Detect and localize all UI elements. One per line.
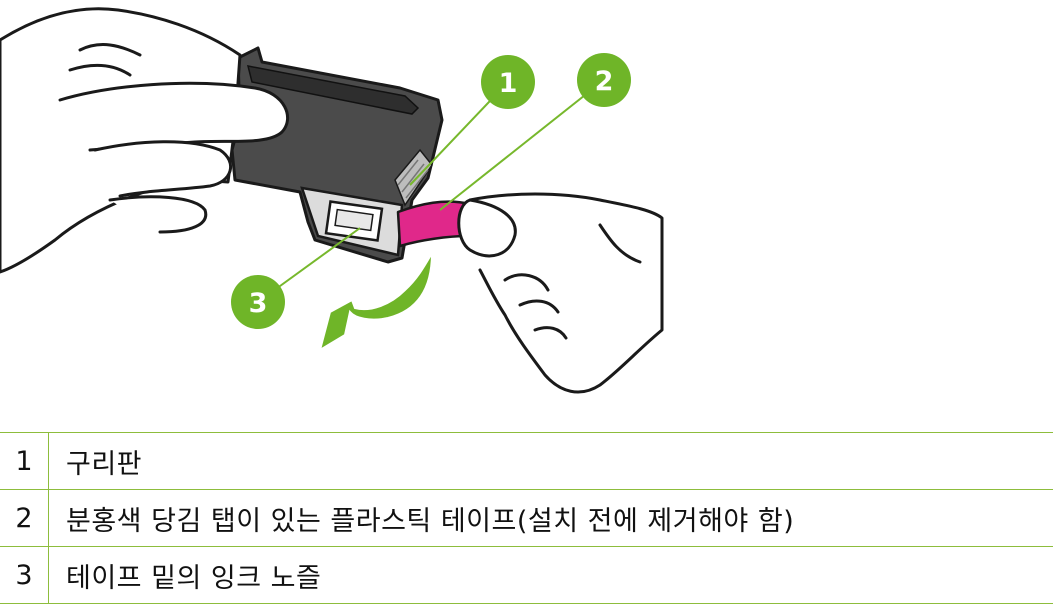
right-hand-icon	[457, 192, 664, 394]
callout-1: 1	[481, 55, 535, 109]
legend-row-3: 3 테이프 밑의 잉크 노즐	[0, 546, 1053, 604]
column-divider	[48, 547, 49, 603]
legend-row-2: 2 분홍색 당김 탭이 있는 플라스틱 테이프(설치 전에 제거해야 함)	[0, 489, 1053, 546]
legend-number: 1	[15, 445, 33, 477]
callout-3: 3	[231, 275, 285, 329]
column-divider	[48, 490, 49, 546]
legend-text: 테이프 밑의 잉크 노즐	[66, 562, 322, 594]
curved-arrow-icon	[318, 249, 434, 353]
svg-text:1: 1	[499, 68, 518, 99]
ink-cartridge-icon	[230, 46, 444, 264]
legend-text: 분홍색 당김 탭이 있는 플라스틱 테이프(설치 전에 제거해야 함)	[66, 505, 795, 537]
legend-table: 1 구리판 2 분홍색 당김 탭이 있는 플라스틱 테이프(설치 전에 제거해야…	[0, 432, 1053, 604]
legend-number: 2	[15, 502, 33, 534]
svg-text:3: 3	[249, 288, 268, 319]
column-divider	[48, 433, 49, 489]
svg-text:2: 2	[595, 66, 614, 97]
left-hand-icon	[0, 7, 289, 274]
legend-text: 구리판	[66, 448, 143, 480]
legend-row-1: 1 구리판	[0, 432, 1053, 489]
legend-number: 3	[15, 559, 33, 591]
callout-2: 2	[577, 53, 631, 107]
cartridge-illustration: 1 2 3	[0, 7, 664, 394]
